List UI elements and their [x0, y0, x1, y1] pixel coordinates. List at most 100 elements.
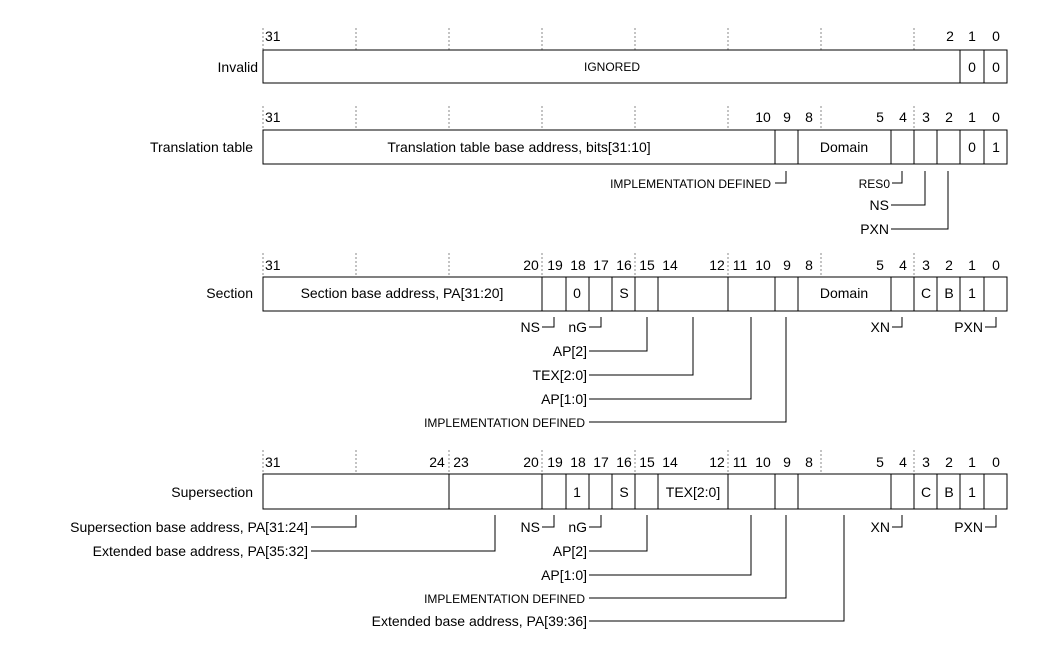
bit-label: 2: [946, 28, 954, 44]
bit-label: 2: [945, 109, 953, 125]
bit-label: 8: [805, 109, 813, 125]
bit-label: 0: [992, 109, 1000, 125]
field-bit1: 1: [968, 285, 976, 301]
bit-label: 9: [783, 109, 791, 125]
row-translation-table: 31 10 9 8 5 4 3 2 1 0 Translation table …: [150, 106, 1008, 237]
register-box: [262, 129, 1008, 165]
bit-label: 10: [755, 257, 771, 273]
callout-ap2: AP[2]: [553, 343, 587, 359]
bit-label: 3: [922, 454, 930, 470]
bit-label: 0: [992, 454, 1000, 470]
row-label-supersection: Supersection: [171, 484, 253, 500]
callout-pxn: PXN: [954, 519, 983, 535]
bit-label: 8: [805, 257, 813, 273]
field-ignored: IGNORED: [584, 60, 640, 74]
bit-label: 31: [265, 109, 281, 125]
callout-ns: NS: [521, 319, 540, 335]
callout-ns: NS: [521, 519, 540, 535]
bit-label: 4: [899, 454, 907, 470]
field-bit1: 0: [968, 139, 976, 155]
bit-label: 3: [922, 257, 930, 273]
bit-label: 31: [265, 28, 281, 44]
bit-label: 9: [783, 454, 791, 470]
bit-label: 9: [783, 257, 791, 273]
field-bit1: 1: [968, 484, 976, 500]
bit-label: 17: [593, 257, 609, 273]
row-label-invalid: Invalid: [218, 59, 258, 75]
row-supersection: 31 24 23 20 19 18 17 16 15 14 12 11 10 9…: [70, 450, 1008, 629]
bit-label: 10: [755, 454, 771, 470]
callout-pxn: PXN: [954, 319, 983, 335]
callout-extended-base-address-35-32: Extended base address, PA[35:32]: [93, 543, 308, 559]
callout-implementation-defined: IMPLEMENTATION DEFINED: [424, 416, 585, 430]
bit-label: 17: [593, 454, 609, 470]
callout-ap2: AP[2]: [553, 543, 587, 559]
field-bit18: 1: [573, 484, 581, 500]
field-bit0: 0: [992, 59, 1000, 75]
bit-label: 10: [755, 109, 771, 125]
bit-label: 12: [709, 454, 725, 470]
bit-label: 1: [968, 454, 976, 470]
bit-label: 1: [968, 28, 976, 44]
field-table-base-address: Translation table base address, bits[31:…: [387, 139, 650, 155]
bit-label: 16: [616, 257, 632, 273]
callout-ap10: AP[1:0]: [541, 567, 587, 583]
field-c: C: [921, 484, 931, 500]
field-b: B: [944, 285, 953, 301]
callout-ng: nG: [568, 319, 587, 335]
bit-label: 5: [876, 454, 884, 470]
row-label-translation-table: Translation table: [150, 139, 253, 155]
bit-label: 3: [922, 109, 930, 125]
field-section-base-address: Section base address, PA[31:20]: [301, 285, 504, 301]
row-invalid: 31 2 1 0 Invalid IGNORED 0 0: [218, 28, 1008, 84]
callout-ng: nG: [568, 519, 587, 535]
callout-pxn: PXN: [860, 221, 889, 237]
bit-label: 15: [639, 454, 655, 470]
bit-label: 31: [265, 257, 281, 273]
bit-label: 0: [992, 28, 1000, 44]
bit-label: 2: [945, 454, 953, 470]
bit-label: 19: [547, 454, 563, 470]
field-b: B: [944, 484, 953, 500]
field-domain: Domain: [820, 285, 868, 301]
callout-tex: TEX[2:0]: [533, 367, 587, 383]
bit-label: 5: [876, 109, 884, 125]
bit-label: 8: [805, 454, 813, 470]
callout-supersection-base-address: Supersection base address, PA[31:24]: [70, 519, 308, 535]
bit-label: 14: [662, 454, 678, 470]
bit-label: 1: [968, 257, 976, 273]
callout-res0: RES0: [859, 177, 891, 191]
bit-label: 23: [453, 454, 469, 470]
bit-label: 11: [733, 257, 748, 273]
field-s: S: [619, 484, 628, 500]
bit-label: 5: [876, 257, 884, 273]
bit-label: 20: [523, 257, 539, 273]
bit-label: 1: [968, 109, 976, 125]
row-label-section: Section: [206, 285, 253, 301]
callout-ns: NS: [870, 197, 889, 213]
field-tex: TEX[2:0]: [666, 484, 720, 500]
field-bit1: 0: [968, 59, 976, 75]
field-s: S: [619, 285, 628, 301]
row-section: 31 20 19 18 17 16 15 14 12 11 10 9 8 5 4…: [206, 253, 1008, 430]
callout-xn: XN: [871, 319, 890, 335]
bit-label: 20: [523, 454, 539, 470]
field-bit18: 0: [573, 285, 581, 301]
bit-label: 4: [899, 109, 907, 125]
field-bit0: 1: [992, 139, 1000, 155]
bit-label: 11: [733, 454, 748, 470]
callout-ap10: AP[1:0]: [541, 391, 587, 407]
bit-label: 14: [662, 257, 678, 273]
bit-label: 18: [570, 257, 586, 273]
callout-implementation-defined: IMPLEMENTATION DEFINED: [424, 592, 585, 606]
callout-implementation-defined: IMPLEMENTATION DEFINED: [610, 177, 771, 191]
bit-label: 16: [616, 454, 632, 470]
bit-label: 15: [639, 257, 655, 273]
callout-extended-base-address-39-36: Extended base address, PA[39:36]: [372, 613, 587, 629]
bit-label: 19: [547, 257, 563, 273]
field-domain: Domain: [820, 139, 868, 155]
bit-label: 31: [265, 454, 281, 470]
bit-label: 18: [570, 454, 586, 470]
bit-label: 12: [709, 257, 725, 273]
